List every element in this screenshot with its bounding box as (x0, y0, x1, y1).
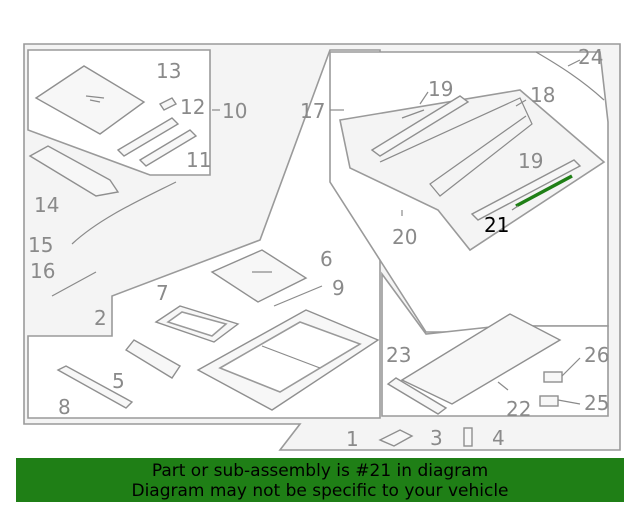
callout-14: 14 (34, 193, 59, 217)
part-23-rail (386, 377, 448, 415)
callout-7: 7 (156, 281, 169, 305)
callout-15: 15 (28, 233, 53, 257)
callout-6: 6 (320, 247, 333, 271)
callout-3: 3 (430, 426, 443, 450)
part-19-guide-top (370, 95, 470, 157)
part-16-strip (51, 271, 97, 297)
callout-22: 22 (506, 397, 531, 421)
callout-19-lower: 19 (518, 149, 543, 173)
banner-line-2: Diagram may not be specific to your vehi… (131, 481, 509, 501)
callout-1: 1 (346, 427, 359, 451)
callout-25: 25 (584, 391, 609, 415)
callout-23: 23 (386, 343, 411, 367)
part-26-motor (543, 371, 563, 383)
part-9-strip (273, 285, 323, 307)
callout-24: 24 (578, 45, 603, 69)
part-25-motor (539, 395, 559, 407)
part-21-highlighted (515, 174, 573, 208)
part-13-clip (158, 97, 178, 111)
part-11-rail (138, 129, 198, 167)
callout-26: 26 (584, 343, 609, 367)
part-24-drain-hose (535, 51, 605, 101)
part-8-bracket (56, 365, 134, 409)
part-3-bracket (378, 429, 414, 447)
info-banner: Part or sub-assembly is #21 in diagram D… (16, 458, 624, 502)
callout-19-upper: 19 (428, 77, 453, 101)
part-18-drain-frame (379, 97, 533, 197)
part-5-panel (124, 339, 182, 379)
callout-10: 10 (222, 99, 247, 123)
callout-16: 16 (30, 259, 55, 283)
callout-4: 4 (492, 426, 505, 450)
callout-21-highlighted: 21 (484, 213, 509, 237)
callout-20: 20 (392, 225, 417, 249)
part-12-rail (116, 117, 180, 157)
callout-5: 5 (112, 369, 125, 393)
part-6-glass (210, 249, 308, 303)
callout-13: 13 (156, 59, 181, 83)
part-4-bolt (463, 427, 473, 447)
part-14-deflector (28, 145, 120, 197)
callout-8: 8 (58, 395, 71, 419)
callout-12: 12 (180, 95, 205, 119)
part-19-guide-lower (470, 159, 582, 221)
callout-11: 11 (186, 148, 211, 172)
callout-9: 9 (332, 276, 345, 300)
part-15-seal (71, 181, 177, 245)
callout-18: 18 (530, 83, 555, 107)
part-22-sunshade (400, 313, 562, 405)
banner-line-1: Part or sub-assembly is #21 in diagram (151, 461, 489, 481)
callout-17: 17 (300, 99, 325, 123)
callout-2: 2 (94, 306, 107, 330)
